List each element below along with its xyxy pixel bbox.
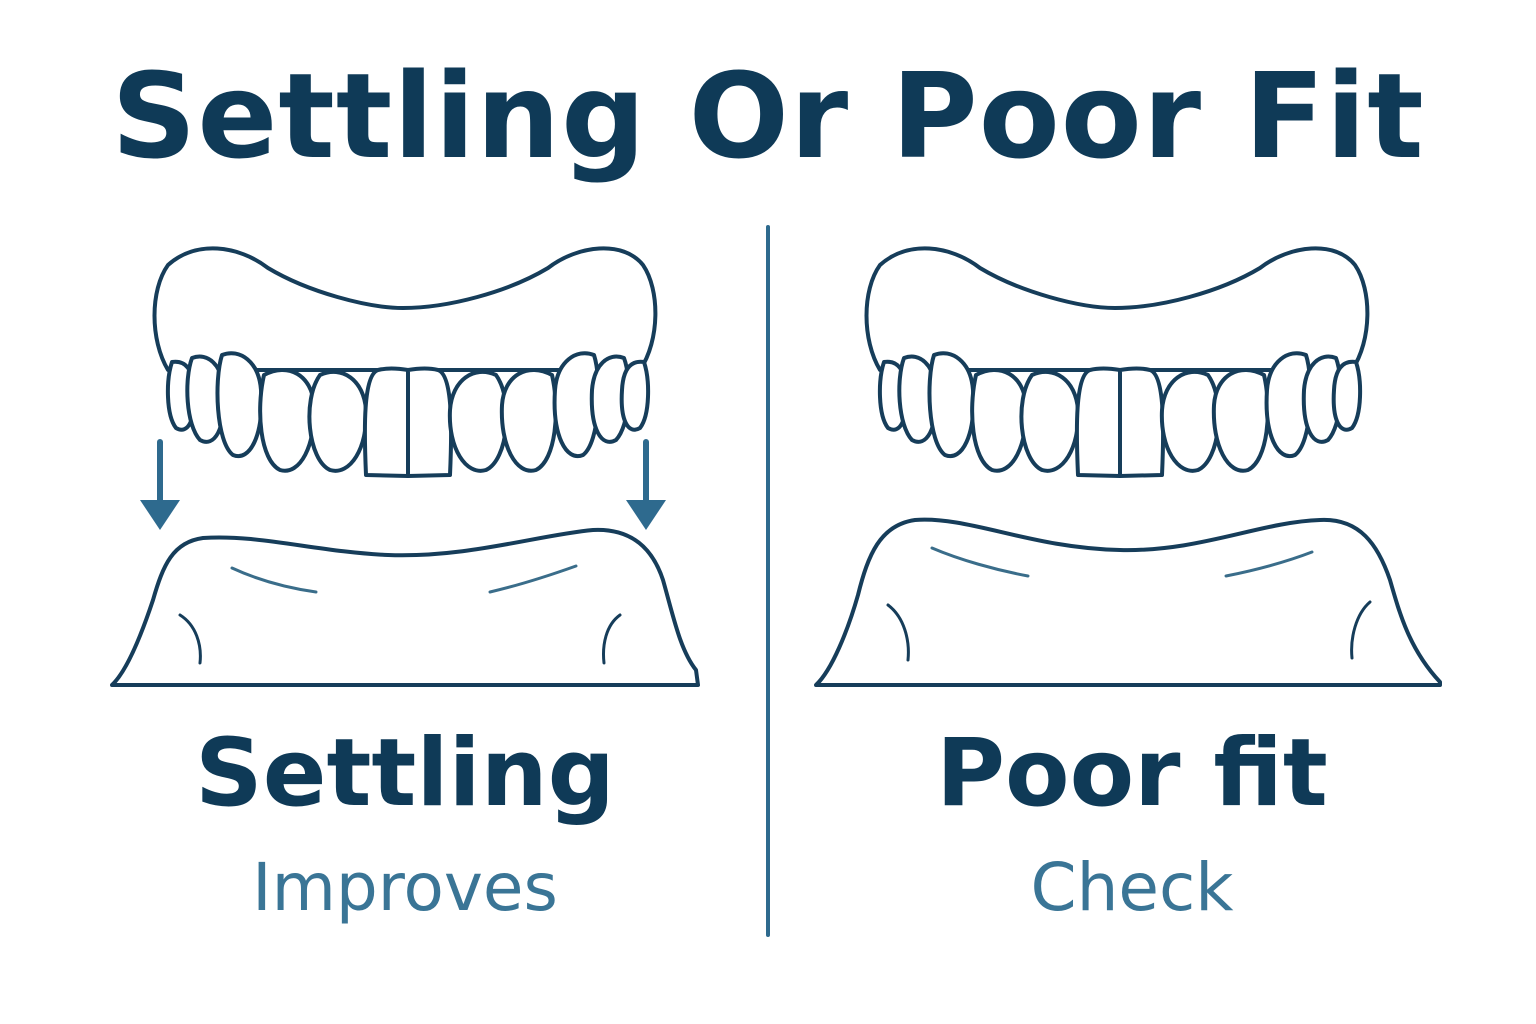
- settling-label: Settling: [195, 719, 615, 828]
- tooth-left-6: [927, 351, 976, 459]
- tooth-right-8: [1331, 359, 1363, 432]
- tooth-left-7: [185, 354, 227, 444]
- tooth-right-4: [1159, 369, 1221, 473]
- tooth-left-3: [1074, 366, 1122, 478]
- upper-gum-base: [152, 246, 658, 372]
- tooth-left-4: [1019, 369, 1081, 473]
- tooth-right-3: [1118, 366, 1166, 478]
- page-title: Settling Or Poor Fit: [111, 47, 1425, 185]
- tooth-left-5: [258, 368, 317, 473]
- tooth-left-7: [897, 354, 939, 444]
- tooth-right-8: [619, 359, 651, 432]
- tooth-right-5: [1211, 368, 1270, 473]
- upper-denture: [152, 246, 658, 478]
- tooth-left-3: [362, 366, 410, 478]
- tooth-right-5: [499, 368, 558, 473]
- poor-fit-sublabel: Check: [1030, 849, 1234, 926]
- upper-denture: [864, 246, 1370, 478]
- poor-fit-illustration: [814, 246, 1442, 687]
- settling-sublabel: Improves: [252, 849, 558, 926]
- tooth-left-4: [307, 369, 369, 473]
- panel-divider: [766, 225, 770, 937]
- down-arrow-left-icon: [140, 439, 180, 530]
- tooth-left-6: [215, 351, 264, 459]
- lower-gum-ridge: [814, 517, 1442, 687]
- poor-fit-label: Poor fit: [936, 719, 1328, 828]
- down-arrow-right-icon: [626, 439, 666, 530]
- lower-gum-ridge: [110, 527, 700, 687]
- upper-gum-base: [864, 246, 1370, 372]
- tooth-right-4: [447, 369, 509, 473]
- tooth-left-5: [970, 368, 1029, 473]
- tooth-right-3: [406, 366, 454, 478]
- settling-illustration: [110, 246, 700, 687]
